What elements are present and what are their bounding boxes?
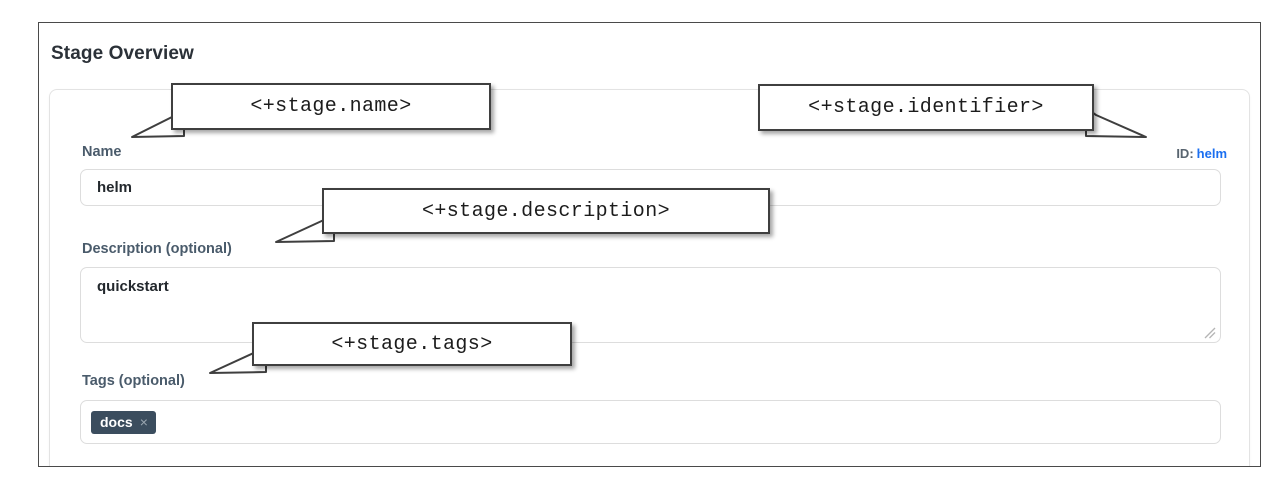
tag-remove-icon[interactable]: × bbox=[139, 413, 148, 430]
stage-id-label: ID: bbox=[1176, 146, 1194, 161]
stage-id-value[interactable]: helm bbox=[1196, 146, 1227, 161]
tags-input[interactable]: docs × bbox=[80, 400, 1221, 444]
callout-stage-identifier: <+stage.identifier> bbox=[758, 84, 1094, 131]
description-field-label: Description (optional) bbox=[82, 241, 232, 257]
name-field-label: Name bbox=[82, 144, 122, 160]
tag-chip-label: docs bbox=[100, 413, 133, 430]
tag-chip[interactable]: docs × bbox=[91, 410, 156, 434]
callout-stage-description: <+stage.description> bbox=[322, 188, 770, 234]
stage-id-hint: ID:helm bbox=[1176, 146, 1227, 161]
page-title: Stage Overview bbox=[51, 43, 194, 64]
callout-stage-tags: <+stage.tags> bbox=[252, 322, 572, 366]
stage-overview-card: Name ID:helm Description (optional) Tags… bbox=[49, 89, 1250, 466]
tags-field-label: Tags (optional) bbox=[82, 373, 185, 389]
callout-stage-name: <+stage.name> bbox=[171, 83, 491, 130]
